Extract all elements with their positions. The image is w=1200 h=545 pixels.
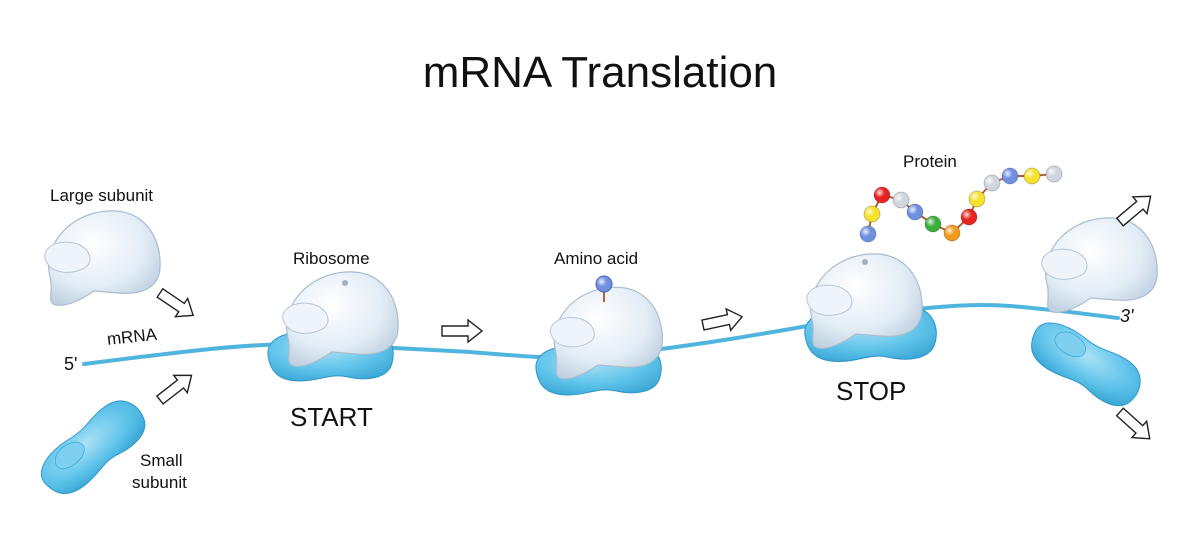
label-start: START [290,402,373,432]
bead-highlight [874,187,890,203]
bead-highlight [907,204,923,220]
label-3-prime: 3' [1120,306,1134,326]
bead-highlight [1002,168,1018,184]
label-5-prime: 5' [64,354,78,374]
bead-highlight [944,225,960,241]
arrow-step-2 [700,305,746,337]
large-subunit-free-left [44,210,161,306]
bead-highlight [969,191,985,207]
arrow-small-to-ribosome [152,366,199,410]
bead-highlight [1024,168,1040,184]
page-title: mRNA Translation [422,48,778,97]
arrow-small-away [1111,403,1158,448]
bead-highlight [864,206,880,222]
label-small-subunit-line2: subunit [132,473,187,492]
label-ribosome: Ribosome [293,249,370,268]
label-amino-acid: Amino acid [554,249,639,268]
label-protein: Protein [903,152,957,171]
bead-highlight [893,192,909,208]
label-large-subunit: Large subunit [50,186,154,205]
ribosome-start [267,271,399,382]
label-stop: STOP [836,376,907,406]
large-subunit-free-right [1041,217,1158,313]
bead-highlight [984,175,1000,191]
ribosome-stop [804,253,937,363]
protein-chain [859,165,1063,243]
bead-highlight [961,209,977,225]
label-small-subunit-line1: Small [140,451,183,470]
arrow-large-to-ribosome [153,283,201,326]
bead-highlight [925,216,941,232]
arrow-step-1 [441,319,483,343]
ribosome-elongation [535,275,663,396]
bead-highlight [1046,166,1062,182]
bead-highlight [860,226,876,242]
